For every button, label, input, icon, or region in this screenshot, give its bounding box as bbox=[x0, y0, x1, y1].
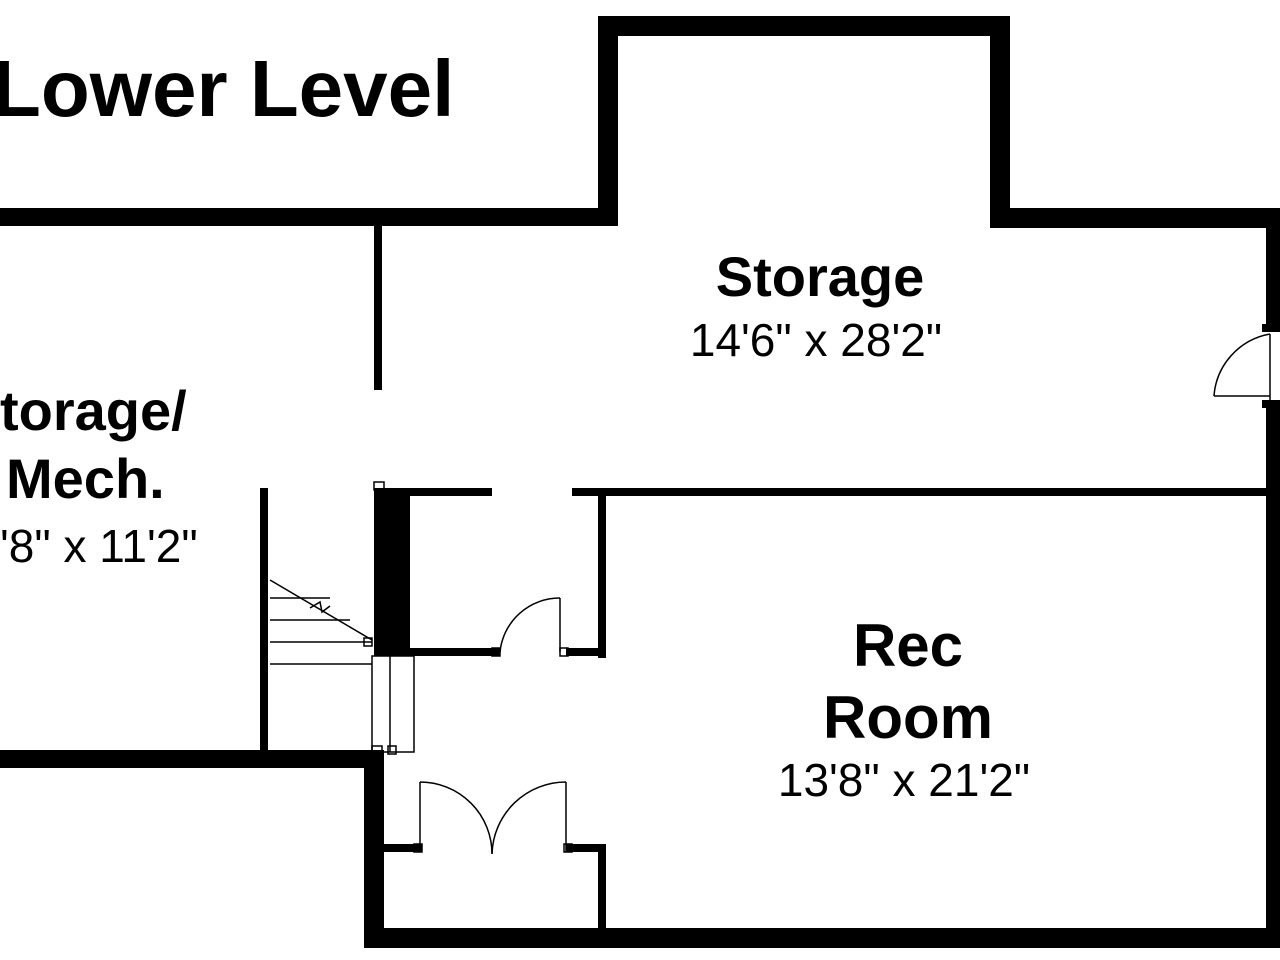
wall-left-bottom-vertical bbox=[364, 752, 384, 948]
doors bbox=[413, 324, 1280, 855]
storage-dims: 14'6" x 28'2" bbox=[690, 314, 942, 366]
wall-stair-partition bbox=[374, 490, 410, 656]
storage-mech-dims: '8" x 11'2" bbox=[0, 520, 198, 572]
interior-walls bbox=[260, 226, 1272, 936]
wall-top-left bbox=[0, 208, 616, 226]
rec-room-label-1: Rec bbox=[853, 612, 963, 679]
rec-room-dims: 13'8" x 21'2" bbox=[778, 754, 1030, 806]
storage-mech-label-2: Mech. bbox=[6, 447, 165, 510]
door-closet bbox=[491, 597, 569, 657]
stairs bbox=[269, 481, 415, 755]
wall-bottom bbox=[364, 928, 1280, 948]
storage-mech-label-1: torage/ bbox=[0, 379, 187, 442]
wall-right-lower bbox=[1266, 408, 1280, 948]
walls bbox=[0, 16, 1280, 948]
wall-top-right bbox=[990, 208, 1280, 228]
wall-bottom-left-horizontal bbox=[0, 750, 384, 768]
door-double bbox=[413, 781, 573, 855]
storage-label: Storage bbox=[716, 245, 925, 308]
door-right-exterior bbox=[1213, 324, 1280, 408]
wall-right-upper bbox=[1266, 208, 1280, 328]
wall-bump-right bbox=[990, 16, 1010, 228]
plan-title: Lower Level bbox=[0, 44, 454, 133]
wall-bump-top bbox=[598, 16, 1010, 36]
rec-room-label-2: Room bbox=[823, 684, 993, 751]
wall-bump-left bbox=[598, 16, 618, 226]
